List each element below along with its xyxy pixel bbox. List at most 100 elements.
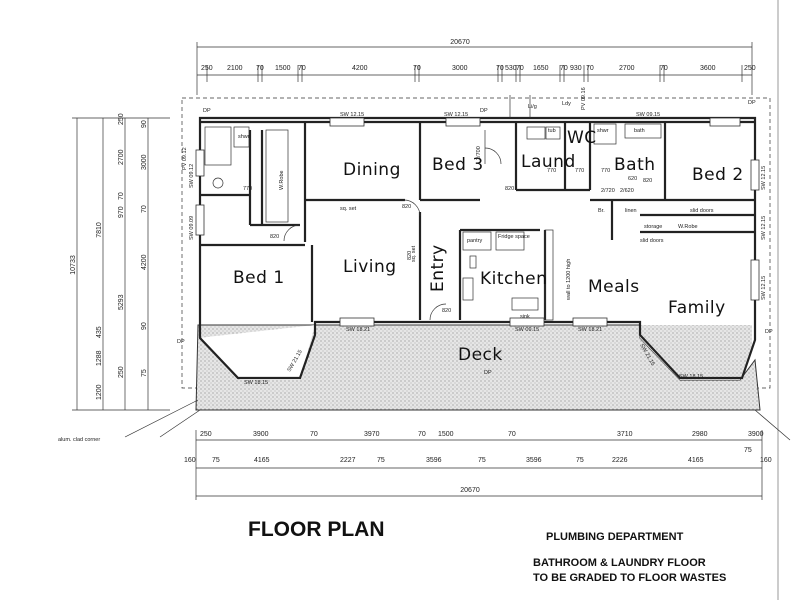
left-dimension-lines — [72, 117, 170, 411]
svg-text:shwr: shwr — [238, 134, 250, 140]
svg-text:250: 250 — [200, 431, 212, 438]
svg-text:70: 70 — [496, 65, 504, 72]
corner-leader-line-3 — [754, 409, 791, 441]
svg-text:1500: 1500 — [275, 65, 291, 72]
svg-text:SW 12.15: SW 12.15 — [761, 166, 767, 190]
svg-text:5293: 5293 — [118, 294, 125, 310]
svg-text:620: 620 — [628, 176, 637, 182]
svg-text:75: 75 — [212, 457, 220, 464]
svg-text:W.Robe: W.Robe — [279, 170, 285, 190]
svg-text:70: 70 — [660, 65, 668, 72]
svg-text:2700: 2700 — [118, 149, 125, 165]
room-entry: Entry — [428, 244, 448, 292]
svg-text:70: 70 — [413, 65, 421, 72]
svg-text:SW 09.15: SW 09.15 — [515, 327, 539, 333]
svg-text:3596: 3596 — [426, 457, 442, 464]
svg-text:SW 09.09: SW 09.09 — [189, 216, 195, 240]
svg-text:SW 18.15: SW 18.15 — [244, 380, 268, 386]
page-title: FLOOR PLAN — [248, 518, 385, 541]
bottom-dims-row-2: 160 75 4165 2227 75 3596 75 3596 75 2226… — [184, 447, 772, 464]
svg-text:SW 09.12: SW 09.12 — [189, 164, 195, 188]
svg-text:DP: DP — [177, 339, 185, 345]
svg-text:75: 75 — [744, 447, 752, 454]
svg-text:DP: DP — [480, 108, 488, 114]
svg-text:820: 820 — [442, 308, 451, 314]
svg-text:3900: 3900 — [748, 431, 764, 438]
svg-text:820: 820 — [402, 204, 411, 210]
svg-text:Br.: Br. — [598, 208, 605, 214]
top-dimension-lines — [196, 42, 753, 95]
svg-text:SW 12.15: SW 12.15 — [444, 112, 468, 118]
svg-text:970: 970 — [118, 206, 125, 218]
svg-text:4165: 4165 — [688, 457, 704, 464]
plumbing-department: PLUMBING DEPARTMENT — [546, 531, 684, 543]
svg-text:2/700: 2/700 — [476, 146, 482, 160]
room-dining: Dining — [343, 160, 401, 180]
svg-text:slid doors: slid doors — [690, 208, 714, 214]
svg-text:75: 75 — [478, 457, 486, 464]
svg-text:1288: 1288 — [96, 350, 103, 366]
room-deck: Deck — [458, 345, 503, 365]
svg-text:slid doors: slid doors — [640, 238, 664, 244]
room-kitchen: Kitchen — [480, 269, 547, 289]
svg-text:930: 930 — [570, 65, 582, 72]
svg-text:storage: storage — [644, 224, 662, 230]
corner-leader-line-2 — [159, 409, 201, 438]
svg-text:sq. set: sq. set — [411, 245, 417, 262]
svg-text:70: 70 — [508, 431, 516, 438]
bottom-total-dim: 20670 — [460, 487, 480, 494]
svg-text:250: 250 — [118, 366, 125, 378]
window-markers — [195, 117, 760, 327]
top-dims-row: 250 2100 70 1500 70 4200 70 3000 70 530 … — [201, 65, 756, 72]
svg-text:770: 770 — [601, 168, 610, 174]
svg-text:70: 70 — [298, 65, 306, 72]
note-line-1: BATHROOM & LAUNDRY FLOOR — [533, 557, 706, 569]
svg-text:1200: 1200 — [96, 384, 103, 400]
svg-text:sink: sink — [520, 314, 530, 320]
room-bed1: Bed 1 — [233, 268, 285, 288]
svg-text:shwr: shwr — [597, 128, 609, 134]
svg-text:SW 18.15: SW 18.15 — [679, 374, 703, 380]
svg-text:160: 160 — [760, 457, 772, 464]
corner-note: alum. clad corner — [58, 437, 100, 443]
svg-text:70: 70 — [118, 192, 125, 200]
bottom-dims-row-1: 250 3900 70 3970 70 1500 70 3710 2980 39… — [200, 431, 764, 438]
svg-text:tub: tub — [548, 128, 556, 134]
svg-text:wall to 1200 high: wall to 1200 high — [566, 259, 572, 301]
svg-text:pantry: pantry — [467, 238, 483, 244]
svg-text:3000: 3000 — [141, 154, 148, 170]
svg-text:3900: 3900 — [253, 431, 269, 438]
svg-text:SW 12.15: SW 12.15 — [340, 112, 364, 118]
svg-text:90: 90 — [141, 120, 148, 128]
svg-text:linen: linen — [625, 208, 637, 214]
svg-text:SW 18.21: SW 18.21 — [346, 327, 370, 333]
room-bed2: Bed 2 — [692, 165, 744, 185]
svg-text:250: 250 — [118, 113, 125, 125]
svg-text:70: 70 — [516, 65, 524, 72]
svg-text:70: 70 — [310, 431, 318, 438]
svg-text:75: 75 — [377, 457, 385, 464]
room-bath: Bath — [614, 155, 656, 175]
svg-text:SW 12.15: SW 12.15 — [761, 216, 767, 240]
svg-text:770: 770 — [547, 168, 556, 174]
svg-text:530: 530 — [505, 65, 517, 72]
svg-text:3600: 3600 — [700, 65, 716, 72]
svg-text:820: 820 — [270, 234, 279, 240]
svg-text:PV 09.12: PV 09.12 — [182, 147, 188, 170]
room-bed3: Bed 3 — [432, 155, 484, 175]
svg-text:90: 90 — [141, 322, 148, 330]
svg-text:1500: 1500 — [438, 431, 454, 438]
svg-text:4200: 4200 — [141, 254, 148, 270]
top-total-dim: 20670 — [450, 39, 470, 46]
svg-text:SW 12.15: SW 12.15 — [761, 276, 767, 300]
svg-text:1650: 1650 — [533, 65, 549, 72]
svg-text:3710: 3710 — [617, 431, 633, 438]
svg-text:DP: DP — [765, 329, 773, 335]
svg-text:2227: 2227 — [340, 457, 356, 464]
note-line-2: TO BE GRADED TO FLOOR WASTES — [533, 572, 726, 584]
svg-text:3970: 3970 — [364, 431, 380, 438]
svg-text:70: 70 — [141, 205, 148, 213]
fixtures — [204, 95, 662, 321]
svg-text:2226: 2226 — [612, 457, 628, 464]
svg-text:250: 250 — [201, 65, 213, 72]
